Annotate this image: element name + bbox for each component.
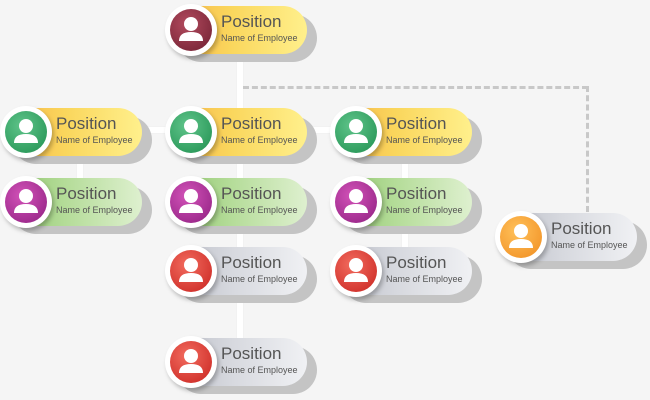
position-label: Position: [56, 114, 117, 133]
node-ceo: Position Name of Employee: [165, 4, 317, 62]
employee-name: Name of Employee: [221, 135, 298, 145]
node-right-staff: Position Name of Employee: [330, 176, 482, 234]
avatar: [330, 245, 382, 297]
node-assistant: Position Name of Employee: [495, 211, 647, 269]
node-right-junior: Position Name of Employee: [330, 245, 482, 303]
person-icon: [5, 181, 47, 223]
employee-name: Name of Employee: [551, 240, 628, 250]
dashed-connector-vertical: [586, 86, 589, 212]
position-label: Position: [221, 12, 282, 31]
position-label: Position: [386, 114, 447, 133]
node-left-staff: Position Name of Employee: [0, 176, 152, 234]
employee-name: Name of Employee: [221, 274, 298, 284]
person-icon: [170, 341, 212, 383]
employee-name: Name of Employee: [221, 205, 298, 215]
connector-left-column: [77, 150, 83, 185]
person-icon: [170, 250, 212, 292]
position-label: Position: [386, 253, 447, 272]
position-label: Position: [221, 253, 282, 272]
person-icon: [335, 181, 377, 223]
position-label: Position: [221, 114, 282, 133]
person-icon: [170, 181, 212, 223]
dashed-connector-horizontal: [243, 86, 588, 89]
avatar: [330, 176, 382, 228]
position-label: Position: [56, 184, 117, 203]
person-icon: [500, 216, 542, 258]
node-center-manager: Position Name of Employee: [165, 106, 317, 164]
position-label: Position: [221, 184, 282, 203]
avatar: [0, 176, 52, 228]
employee-name: Name of Employee: [386, 135, 463, 145]
employee-name: Name of Employee: [386, 205, 463, 215]
node-center-staff: Position Name of Employee: [165, 176, 317, 234]
employee-name: Name of Employee: [221, 365, 298, 375]
employee-name: Name of Employee: [221, 33, 298, 43]
node-right-manager: Position Name of Employee: [330, 106, 482, 164]
avatar: [495, 211, 547, 263]
position-label: Position: [386, 184, 447, 203]
employee-name: Name of Employee: [386, 274, 463, 284]
node-left-manager: Position Name of Employee: [0, 106, 152, 164]
avatar: [165, 245, 217, 297]
position-label: Position: [551, 219, 612, 238]
person-icon: [335, 250, 377, 292]
node-center-trainee: Position Name of Employee: [165, 336, 317, 394]
connector-ceo-to-managers: [237, 56, 243, 116]
person-icon: [170, 9, 212, 51]
avatar: [0, 106, 52, 158]
node-center-junior: Position Name of Employee: [165, 245, 317, 303]
employee-name: Name of Employee: [56, 205, 133, 215]
position-label: Position: [221, 344, 282, 363]
person-icon: [335, 111, 377, 153]
avatar: [165, 176, 217, 228]
person-icon: [170, 111, 212, 153]
employee-name: Name of Employee: [56, 135, 133, 145]
avatar: [165, 106, 217, 158]
avatar: [330, 106, 382, 158]
person-icon: [5, 111, 47, 153]
avatar: [165, 336, 217, 388]
avatar: [165, 4, 217, 56]
